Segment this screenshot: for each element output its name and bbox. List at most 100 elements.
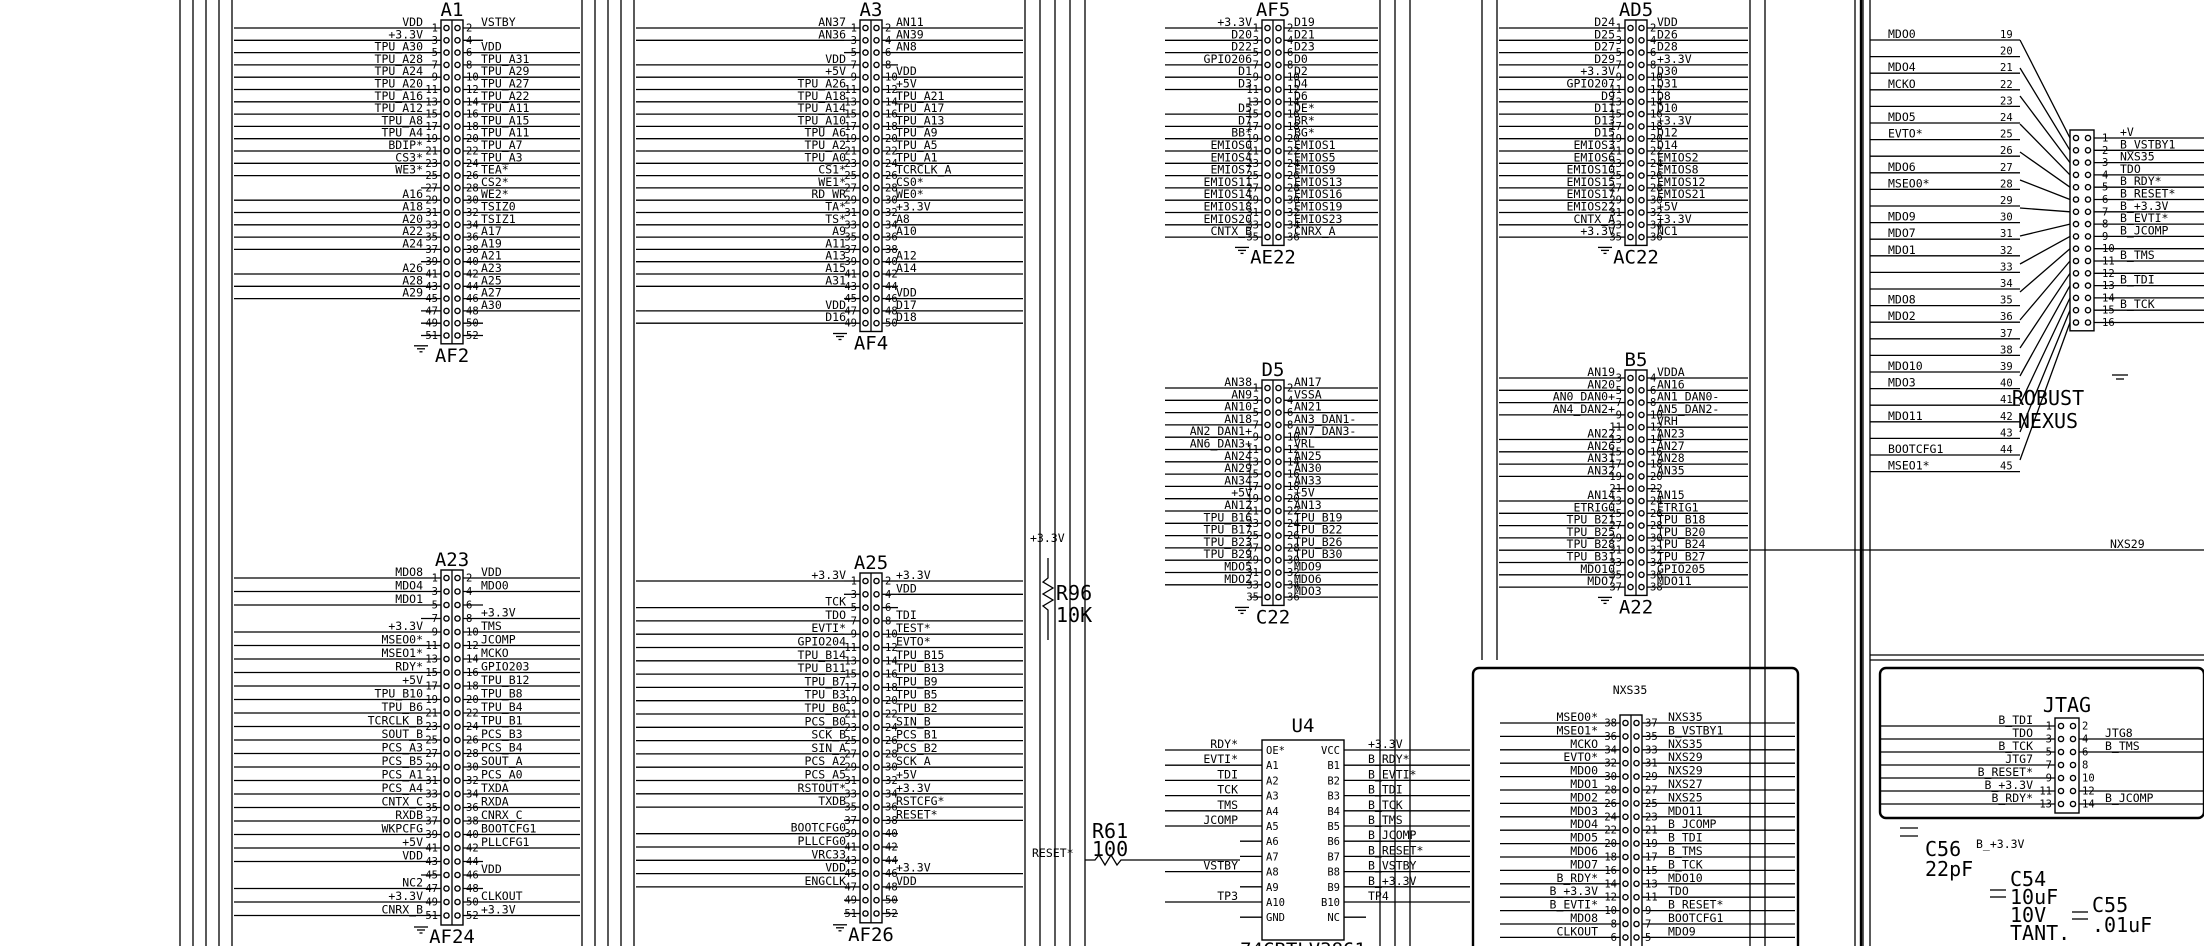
pin-circle	[443, 110, 450, 118]
net-label: EMIOS22	[1567, 200, 1615, 214]
net-label: EMIOS8	[1657, 163, 1699, 177]
pin-circle	[1627, 497, 1634, 505]
pin-circle	[873, 221, 880, 229]
net-label: A27	[481, 286, 502, 300]
fan-wire	[2019, 39, 2071, 139]
pin-circle	[873, 684, 880, 691]
pin-circle	[1275, 98, 1282, 106]
net-label: SCK_B	[811, 728, 846, 742]
net-label: TPU_B20	[1657, 525, 1706, 539]
pin-circle	[1627, 374, 1634, 382]
net-label: A11	[825, 236, 846, 250]
net-label: B_RDY*	[1556, 871, 1598, 885]
pin-circle	[1264, 159, 1271, 167]
pin-circle	[1264, 483, 1271, 490]
net-label: EMIOS5	[1294, 150, 1336, 164]
pin-circle	[1275, 532, 1282, 539]
net-label: A14	[896, 261, 917, 275]
capacitor-ref: C55	[2092, 893, 2128, 917]
pin-circle	[862, 790, 869, 798]
pin-circle	[2084, 171, 2092, 179]
pin-circle	[1264, 73, 1271, 81]
pin-circle	[454, 61, 461, 69]
net-label: NC2	[402, 876, 423, 890]
pin-circle	[454, 37, 461, 44]
net-label: TPU_A8	[381, 113, 423, 127]
pin-circle	[1638, 411, 1645, 419]
pin-circle	[1627, 411, 1634, 419]
net-label: +5V	[1294, 486, 1315, 500]
net-label: PCS_A2	[804, 754, 846, 768]
pin-circle	[454, 319, 461, 327]
pin-circle	[1638, 196, 1645, 204]
pin-circle	[443, 319, 450, 327]
pin-circle	[873, 282, 880, 290]
net-label: JTG7	[2005, 752, 2033, 766]
pin-circle	[862, 221, 869, 229]
pin-circle	[454, 73, 461, 81]
pin-circle	[1627, 184, 1634, 192]
net-label: +3.3V	[1657, 113, 1692, 127]
pin-circle	[443, 172, 450, 179]
net-label: SIN_B	[896, 714, 931, 728]
pin-number: 10	[2082, 773, 2095, 785]
pin-circle	[873, 233, 880, 241]
net-label: CNTX_A	[1573, 212, 1615, 226]
pin-circle	[1622, 880, 1629, 888]
pin-circle	[454, 184, 461, 192]
net-label: AN10	[1224, 400, 1252, 414]
net-label: D1	[1238, 64, 1252, 78]
net-label: CS2*	[481, 175, 509, 189]
pin-circle	[454, 750, 461, 757]
pin-circle	[1264, 135, 1271, 142]
pin-number: 40	[2000, 378, 2013, 390]
pin-circle	[443, 159, 450, 167]
net-label: VDD	[825, 861, 846, 875]
net-label: BB*	[1231, 126, 1252, 140]
pin-circle	[1275, 24, 1282, 32]
net-label: TPU_A14	[798, 101, 847, 115]
pin-circle	[873, 319, 880, 327]
pin-circle	[862, 123, 869, 130]
net-label: A31	[825, 273, 846, 287]
pin-circle	[1638, 386, 1645, 394]
pin-circle	[1264, 384, 1271, 392]
net-label: D17	[896, 298, 917, 312]
pin-circle	[443, 588, 450, 595]
net-label: VSTBY	[481, 15, 516, 29]
net-label: PLLCFG0	[798, 834, 847, 848]
fan-wire	[2019, 179, 2071, 201]
net-label: RSTOUT*	[798, 781, 846, 795]
pin-circle	[862, 61, 869, 69]
pin-circle	[2084, 319, 2092, 326]
net-label: TA*	[825, 200, 846, 214]
pin-circle	[1264, 396, 1271, 404]
ic-pin-name: A1	[1266, 760, 1279, 772]
pin-circle	[1627, 534, 1634, 542]
pin-number: 20	[2000, 46, 2013, 58]
pin-circle	[443, 307, 450, 315]
pin-number: 25	[2000, 129, 2013, 141]
pin-circle	[454, 615, 461, 622]
pin-circle	[873, 184, 880, 192]
net-label: BOOTCFG0	[791, 821, 846, 835]
net-label: BR*	[1294, 113, 1315, 127]
net-label: B_+3.3V	[1550, 884, 1599, 898]
net-label: B_TDI	[1368, 783, 1403, 797]
net-label: AN3_DAN1-	[1294, 412, 1356, 426]
pin-circle	[873, 73, 880, 81]
pin-circle	[873, 857, 880, 864]
pin-circle	[1275, 458, 1282, 466]
pin-circle	[1275, 581, 1282, 589]
net-label: NXS35	[1668, 710, 1703, 724]
net-label: +3.3V	[1580, 64, 1615, 78]
pin-number: 42	[2000, 411, 2013, 423]
pin-circle	[862, 307, 869, 315]
pin-circle	[443, 615, 450, 622]
net-label: SOUT_A	[481, 754, 523, 768]
pin-circle	[2072, 306, 2080, 314]
pin-circle	[1264, 172, 1271, 179]
pin-circle	[2057, 774, 2065, 782]
ic-pin-name: A3	[1266, 791, 1279, 803]
pin-circle	[2084, 159, 2092, 166]
